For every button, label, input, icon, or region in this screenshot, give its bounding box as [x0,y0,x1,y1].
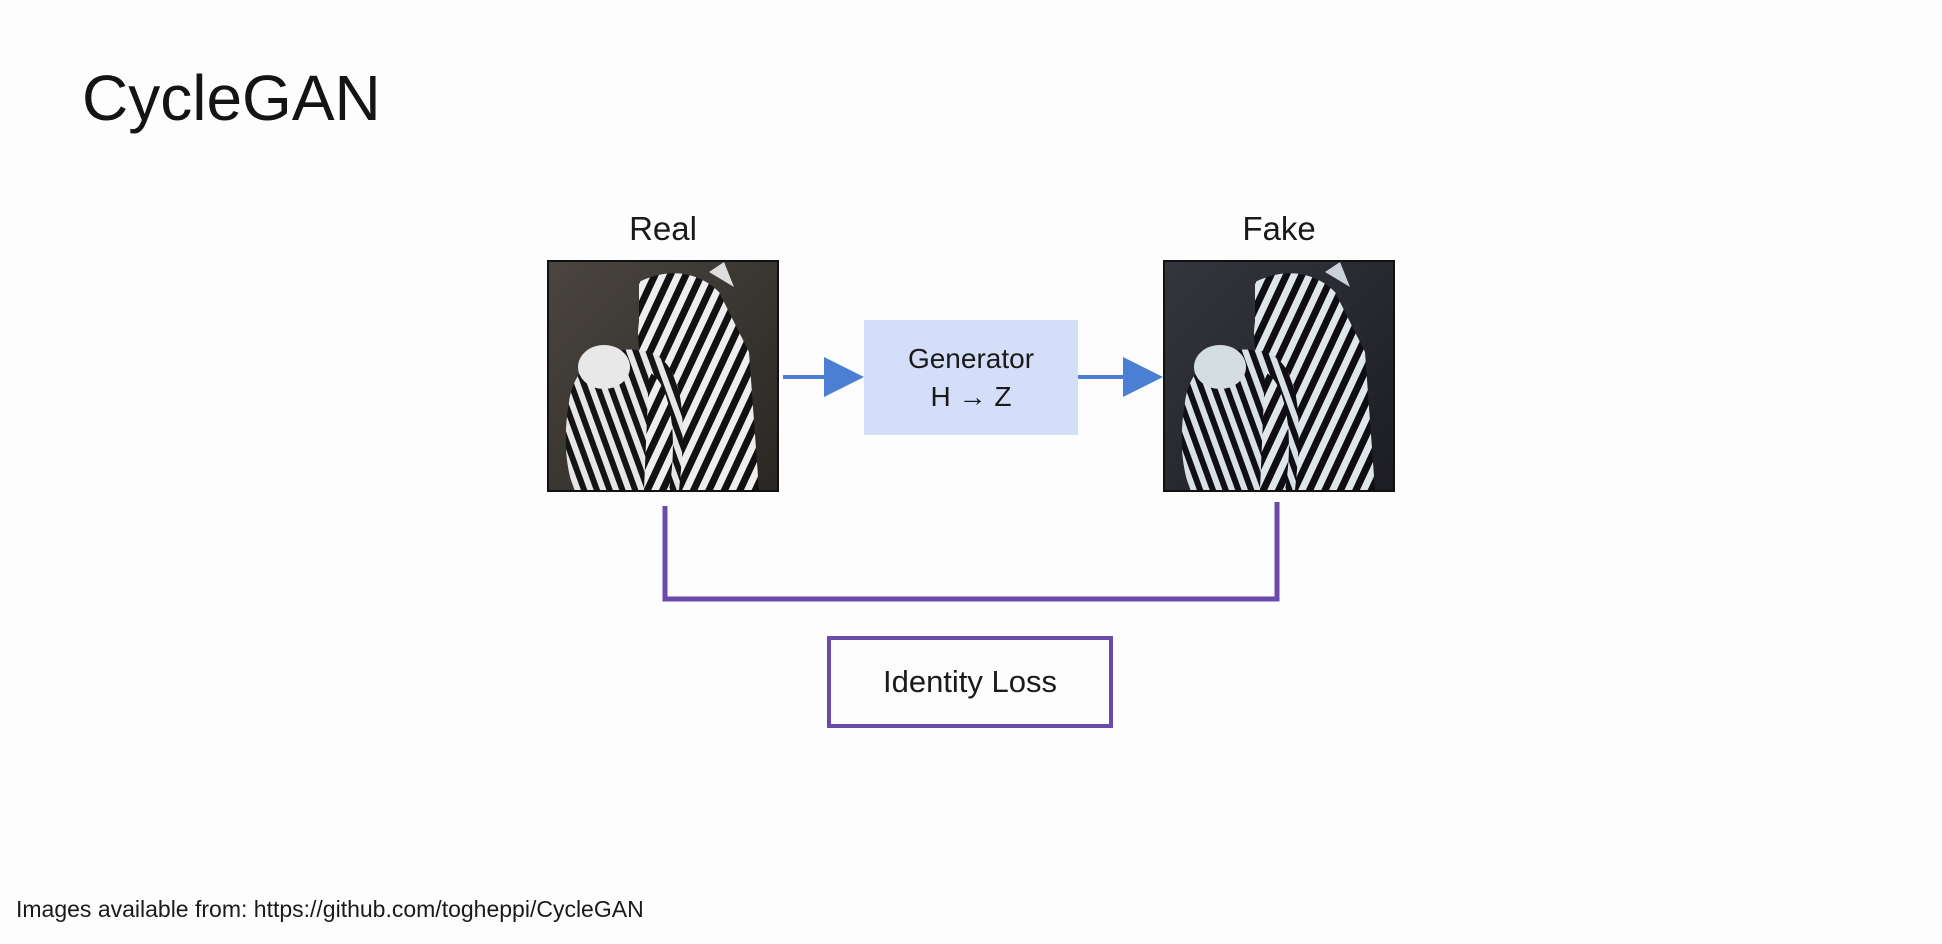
generator-box: Generator H → Z [864,320,1078,435]
real-zebra-image [547,260,779,492]
fake-label: Fake [1242,210,1316,247]
generator-mapping: H → Z [930,380,1012,412]
generator-title: Generator [907,342,1035,374]
identity-loss-bracket [662,502,1280,602]
identity-loss-box: Identity Loss [827,636,1113,728]
image-source-footer: Images available from: https://github.co… [16,896,644,922]
real-label: Real [629,210,697,247]
identity-loss-label: Identity Loss [882,664,1058,699]
fake-zebra-image [1163,260,1395,492]
slide-title: CycleGAN [82,62,381,134]
